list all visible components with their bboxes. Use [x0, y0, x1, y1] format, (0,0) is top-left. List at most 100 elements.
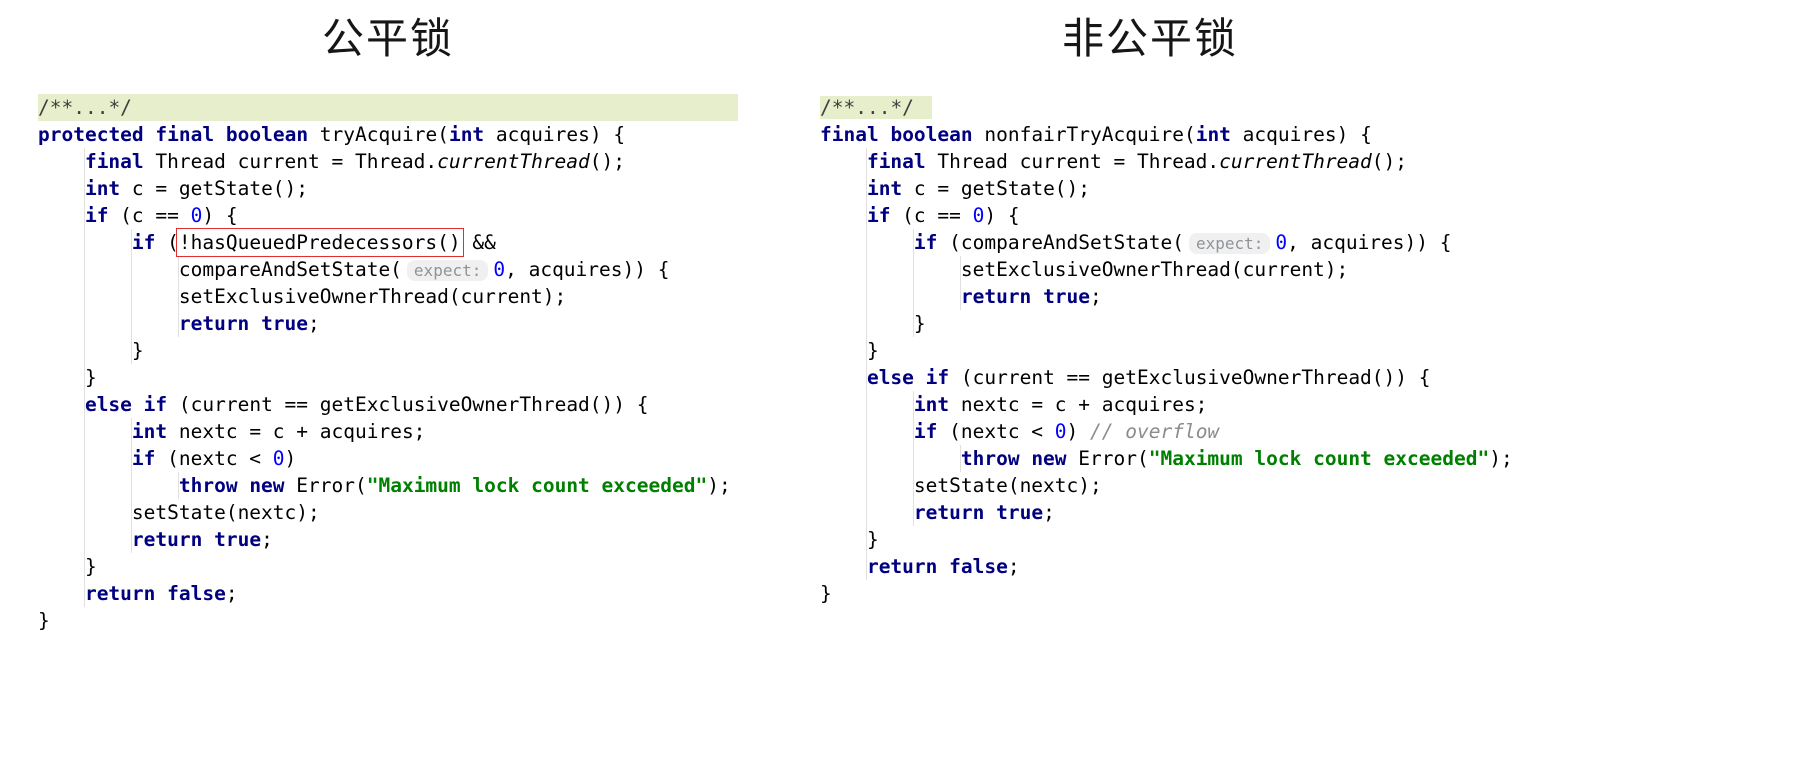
code-line: if (c == 0) { [820, 202, 1480, 229]
token-plain: setExclusiveOwnerThread(current); [178, 285, 567, 308]
token-comment: // overflow [1090, 420, 1220, 443]
token-keyword: int [866, 177, 903, 200]
code-line: /**...*/ [38, 94, 738, 121]
code-line: } [38, 337, 738, 364]
token-plain: ; [225, 582, 238, 605]
token-plain: setExclusiveOwnerThread(current); [960, 258, 1349, 281]
token-plain: Thread current = Thread. [925, 150, 1220, 173]
indent-guide [867, 256, 914, 283]
indent-guide [38, 148, 85, 175]
code-line: } [820, 526, 1480, 553]
token-string: "Maximum lock count exceeded" [1148, 447, 1490, 470]
token-plain: (current == getExclusiveOwnerThread()) { [167, 393, 649, 416]
indent-guide [38, 229, 85, 256]
token-keyword: if [84, 204, 109, 227]
token-plain [238, 474, 250, 497]
token-plain: (); [1371, 150, 1408, 173]
token-plain: nextc = c + acquires; [167, 420, 426, 443]
code-line: int c = getState(); [38, 175, 738, 202]
code-line: return false; [38, 580, 738, 607]
token-plain: , acquires)) { [1287, 231, 1452, 254]
token-plain: Thread current = Thread. [143, 150, 438, 173]
token-plain: (c == [108, 204, 191, 227]
indent-guide [85, 499, 132, 526]
token-keyword: throw [960, 447, 1020, 470]
indent-guide [820, 256, 867, 283]
token-keyword: false [167, 582, 226, 605]
parameter-hint: expect: [1188, 233, 1271, 254]
code-line: if (compareAndSetState(expect:0, acquire… [820, 229, 1480, 256]
token-plain: ); [707, 474, 731, 497]
token-plain [914, 366, 926, 389]
indent-guide [820, 418, 867, 445]
indent-guide [820, 148, 867, 175]
indent-guide [85, 310, 132, 337]
code-line: int nextc = c + acquires; [820, 391, 1480, 418]
indent-guide [820, 310, 867, 337]
token-keyword: int [1195, 123, 1231, 146]
token-keyword: int [131, 420, 168, 443]
code-line: else if (current == getExclusiveOwnerThr… [820, 364, 1480, 391]
token-plain: } [866, 528, 879, 551]
token-plain: Error( [1066, 447, 1149, 470]
token-number: 0 [272, 447, 285, 470]
token-plain: ; [308, 312, 320, 335]
token-keyword: int [448, 123, 485, 146]
token-plain [879, 123, 891, 146]
indent-guide [820, 175, 867, 202]
indent-guide [85, 445, 132, 472]
code-line: } [38, 553, 738, 580]
token-keyword: return [866, 555, 938, 578]
code-line: else if (current == getExclusiveOwnerThr… [38, 391, 738, 418]
indent-guide [38, 472, 85, 499]
indent-guide [820, 526, 867, 553]
indent-guide [38, 391, 85, 418]
token-plain [132, 393, 144, 416]
token-plain: Error( [284, 474, 367, 497]
indent-guide [820, 499, 867, 526]
indent-guide [38, 526, 85, 553]
token-keyword: if [925, 366, 950, 389]
code-line: setExclusiveOwnerThread(current); [38, 283, 738, 310]
token-plain: ( [155, 231, 179, 254]
token-plain: } [84, 555, 97, 578]
token-plain: } [131, 339, 144, 362]
token-plain: ) { [202, 204, 238, 227]
indent-guide [38, 499, 85, 526]
indent-guide [914, 283, 961, 310]
token-plain: (); [589, 150, 626, 173]
token-plain: nextc = c + acquires; [949, 393, 1208, 416]
indent-guide [38, 283, 85, 310]
fair-lock-code: /**...*/protected final boolean tryAcqui… [38, 94, 738, 634]
token-keyword: false [949, 555, 1008, 578]
token-keyword: int [84, 177, 121, 200]
token-string: "Maximum lock count exceeded" [366, 474, 708, 497]
indent-guide [85, 283, 132, 310]
code-line: compareAndSetState(expect:0, acquires)) … [38, 256, 738, 283]
token-plain: (nextc < [155, 447, 273, 470]
folded-comment: /**...*/ [38, 96, 150, 119]
token-plain: && [460, 231, 496, 254]
code-line: /**...*/ [820, 94, 1480, 121]
indent-guide [820, 229, 867, 256]
token-plain: ); [1489, 447, 1513, 470]
token-plain: tryAcquire( [308, 123, 449, 146]
indent-guide [38, 256, 85, 283]
token-keyword: final [820, 123, 879, 146]
token-plain: ) { [984, 204, 1020, 227]
token-keyword: final [84, 150, 144, 173]
token-keyword: true [214, 528, 262, 551]
indent-guide [85, 229, 132, 256]
token-plain: } [38, 609, 50, 632]
token-plain: } [820, 582, 832, 605]
indent-guide [867, 499, 914, 526]
parameter-hint: expect: [406, 260, 489, 281]
token-keyword: else [866, 366, 914, 389]
token-keyword: boolean [225, 123, 309, 146]
indent-guide [38, 175, 85, 202]
token-plain: acquires) { [484, 123, 626, 146]
fair-lock-panel: 公平锁 /**...*/protected final boolean tryA… [38, 10, 738, 634]
token-plain: c = getState(); [120, 177, 309, 200]
token-plain: ; [261, 528, 273, 551]
